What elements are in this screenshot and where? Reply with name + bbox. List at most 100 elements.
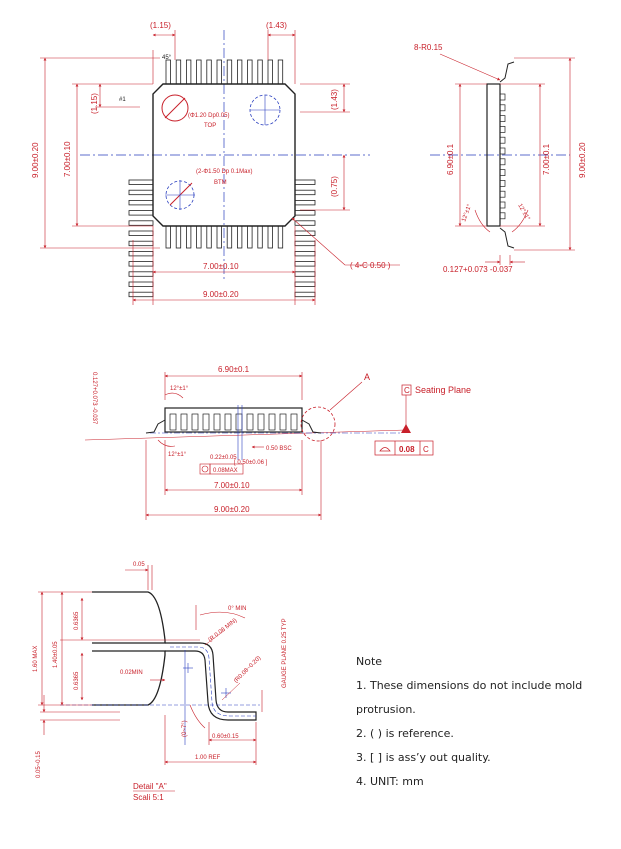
- angle-0-min: 0° MIN: [228, 606, 246, 612]
- dim-1-15-top: (1.15): [150, 21, 171, 30]
- seating-plane: Seating Plane: [415, 385, 471, 395]
- dim-7-00-front: 7.00±0.10: [214, 481, 250, 490]
- dim-1-43-top: (1.43): [266, 21, 287, 30]
- lead: [499, 104, 506, 112]
- lead: [216, 59, 222, 85]
- lead: [169, 413, 177, 431]
- lead: [235, 413, 243, 431]
- lead: [294, 199, 316, 206]
- hole-btm-label: (2-Φ1.50 Dp 0.1Max): [196, 169, 252, 175]
- note-4: 4. UNIT: mm: [356, 775, 424, 788]
- datum-c: C: [404, 386, 410, 395]
- dim-0-6365-b: 0.6365: [74, 671, 80, 690]
- lead: [246, 413, 254, 431]
- lead: [294, 250, 316, 257]
- ejector-hole-top: [161, 94, 189, 122]
- lead: [128, 199, 154, 206]
- lead: [294, 291, 316, 298]
- lead: [294, 220, 316, 226]
- detail-title: Detail "A": [133, 782, 167, 791]
- dim-1-60: 1.60 MAX: [33, 646, 39, 672]
- top-view: (Φ1.20 Dp0.05) TOP (2-Φ1.50 Dp 0.1Max) B…: [31, 21, 400, 305]
- lead: [499, 212, 506, 220]
- flatness-value: 0.08: [399, 445, 415, 454]
- lead: [128, 210, 154, 216]
- lead: [216, 225, 222, 249]
- side-view: 8-R0.15 6.90±0.1 7.00±0.1 9.00±0.20 12°±…: [414, 43, 587, 274]
- angle-45-label: 45°: [162, 55, 172, 61]
- lead: [499, 115, 506, 122]
- lead: [277, 225, 284, 249]
- pitch-total: [ 0.50±0.06 ]: [234, 460, 268, 466]
- lead: [499, 126, 506, 133]
- lead: [267, 59, 273, 85]
- lead-width: 0.22±0.05: [210, 455, 237, 461]
- lead: [257, 59, 263, 85]
- lead: [202, 413, 210, 431]
- dim-0-05-015: 0.05~0.15: [36, 750, 42, 778]
- lead: [247, 59, 253, 85]
- dim-1-00-ref: 1.00 REF: [195, 755, 221, 761]
- lead: [165, 225, 171, 249]
- lead: [185, 59, 192, 85]
- detail-scale: Scali 5:1: [133, 793, 164, 802]
- lead: [128, 250, 154, 257]
- note-1-cont: protrusion.: [356, 703, 416, 716]
- front-view-leads: [169, 413, 298, 431]
- lead: [175, 225, 182, 249]
- top-label: TOP: [204, 123, 216, 129]
- lead: [128, 261, 154, 267]
- dim-9-00-front: 9.00±0.20: [214, 505, 250, 514]
- dim-7-00-h: 7.00±0.10: [203, 262, 239, 271]
- detail-a-circle: [300, 406, 336, 442]
- dim-6-90-v: 6.90±0.1: [446, 143, 455, 175]
- dim-7-00-side: 7.00±0.1: [542, 143, 551, 175]
- dim-1-43-side: (1.43): [330, 89, 339, 110]
- note-2: 2. ( ) is reference.: [356, 727, 454, 740]
- position-tol: 0.08MAX: [213, 468, 238, 474]
- notes-heading: Note: [356, 655, 383, 668]
- lead: [236, 225, 243, 249]
- side-view-leads: [499, 93, 506, 220]
- lead: [499, 136, 506, 144]
- dim-6-90: 6.90±0.1: [218, 365, 250, 374]
- dim-0-75: (0.75): [330, 176, 339, 197]
- dim-0-60: 0.60±0.15: [212, 734, 239, 740]
- lead: [128, 271, 154, 277]
- lead: [213, 413, 221, 431]
- lead: [294, 230, 316, 236]
- gauge-plane: GAUGE PLANE 0.25 TYP: [282, 618, 288, 688]
- lead: [499, 201, 506, 209]
- lead: [180, 413, 188, 431]
- lead: [128, 291, 154, 298]
- lead: [128, 179, 154, 185]
- top-view-leads: [128, 59, 316, 298]
- package-body-top: [152, 83, 296, 227]
- front-view: A C Seating Plane 0.08 C 6.90±0.1 12°±1°…: [84, 365, 471, 520]
- hole-top-label: (Φ1.20 Dp0.05): [188, 113, 229, 119]
- lead: [290, 413, 298, 431]
- lead: [128, 189, 154, 196]
- note-1: 1. These dimensions do not include mold: [356, 679, 583, 692]
- lead: [294, 271, 316, 277]
- detail-body: [92, 591, 166, 644]
- lead: [268, 413, 276, 431]
- dim-1-40: 1.40±0.05: [53, 641, 59, 668]
- angle-left-label: 12°±1°: [461, 203, 473, 223]
- lead: [128, 220, 154, 226]
- angle-bot: 12°±1°: [168, 452, 187, 458]
- pin1-label: #1: [119, 97, 126, 103]
- flatness-datum: C: [423, 445, 429, 454]
- radius-range: (R0.08~0.20): [233, 655, 262, 684]
- lead: [279, 413, 287, 431]
- lead: [499, 93, 506, 101]
- dim-0-6365-a: 0.6365: [74, 611, 80, 630]
- lead: [294, 179, 316, 185]
- lead: [128, 230, 154, 236]
- btm-label: BTM: [214, 180, 227, 186]
- lead: [499, 158, 506, 166]
- front-body: [164, 407, 303, 433]
- lead: [294, 281, 316, 287]
- lead: [226, 59, 233, 85]
